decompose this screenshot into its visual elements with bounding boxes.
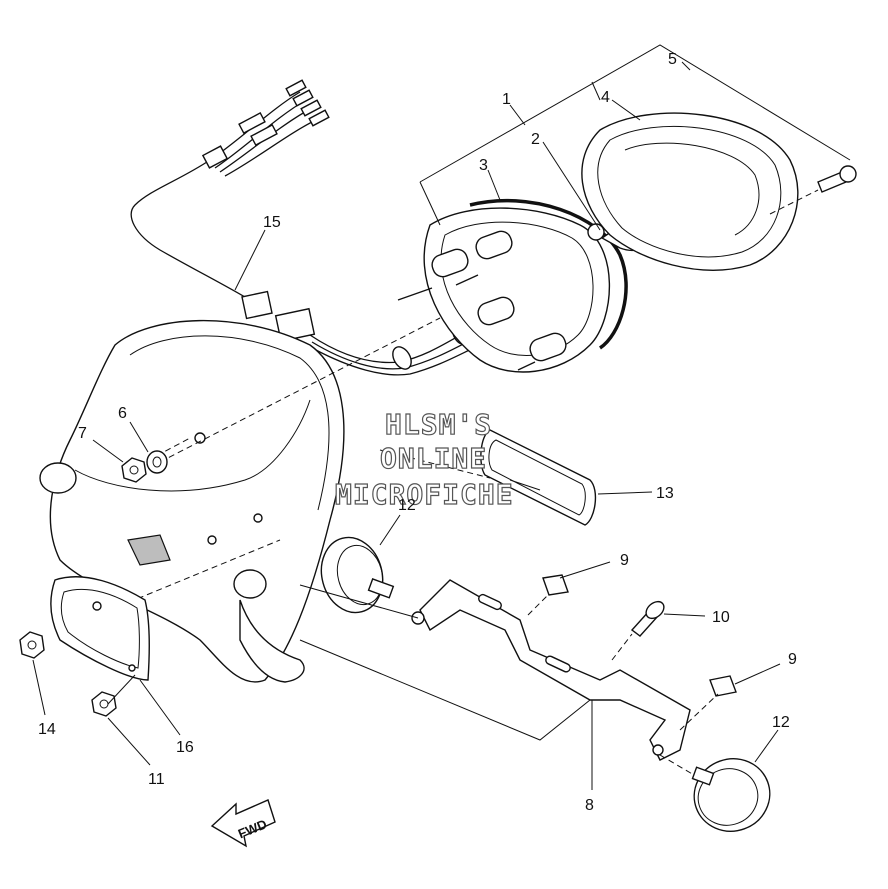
round-reflector-12-right — [691, 758, 771, 832]
grommet-9-upper — [542, 574, 569, 596]
callout-8: 8 — [585, 797, 594, 814]
bracket-line-3 — [419, 181, 441, 226]
gasket-ring — [469, 198, 628, 350]
bracket-line-4 — [591, 81, 601, 101]
nut-7-icon — [121, 457, 147, 483]
callout-3: 3 — [479, 157, 488, 174]
callout-5: 5 — [668, 51, 677, 68]
callout-11: 11 — [148, 771, 165, 788]
lens — [581, 112, 799, 271]
lens-screw-icon — [769, 165, 857, 215]
nut-11-icon — [91, 691, 117, 717]
callout-1: 1 — [502, 91, 511, 108]
taillight-housing — [397, 198, 628, 373]
watermark-line2: ONLINE — [380, 442, 487, 475]
callout-10: 10 — [712, 609, 730, 626]
bracket-leader-8 — [299, 639, 591, 741]
callout-12-left: 12 — [398, 497, 416, 514]
license-bracket-16 — [50, 576, 150, 681]
connector-male-icon — [241, 290, 273, 320]
callout-12-right: 12 — [772, 714, 790, 731]
nut-14-icon — [19, 631, 45, 659]
washer-6-icon — [146, 450, 168, 474]
round-reflector-12-left — [320, 536, 395, 614]
callout-2: 2 — [531, 131, 540, 148]
callout-7: 7 — [78, 425, 87, 442]
callout-15: 15 — [263, 214, 281, 231]
callout-13: 13 — [656, 485, 674, 502]
watermark-line1: HLSM'S — [385, 408, 492, 441]
watermark-line3: MICROFICHE — [335, 478, 514, 511]
bracket-line-5 — [419, 44, 851, 183]
forward-direction-arrow: FWD — [210, 799, 276, 848]
callout-4: 4 — [601, 89, 610, 106]
callout-9-upper: 9 — [620, 552, 629, 569]
callout-9-lower: 9 — [788, 651, 797, 668]
watermark: HLSM'S ONLINE MICROFICHE — [334, 407, 514, 511]
reflector-13 — [480, 429, 597, 526]
wire-harness — [130, 79, 481, 376]
callout-14: 14 — [38, 721, 56, 738]
callout-16: 16 — [176, 739, 194, 756]
callout-6: 6 — [118, 405, 127, 422]
grommet-9-lower — [709, 675, 737, 697]
connector-female-icon — [274, 307, 316, 343]
reflector-bracket-8 — [411, 579, 691, 761]
bolt-10-icon — [630, 600, 665, 637]
